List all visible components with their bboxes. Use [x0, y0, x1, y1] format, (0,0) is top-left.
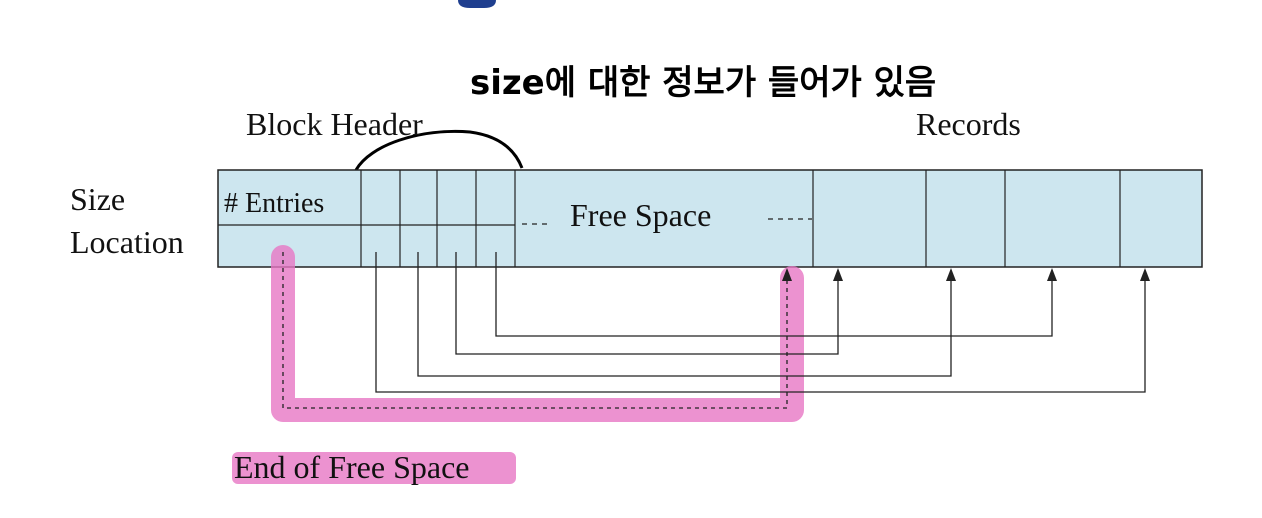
end-of-free-space-arrowhead [782, 268, 792, 281]
location-label: Location [70, 224, 184, 260]
handwritten-annotation: size에 대한 정보가 들어가 있음 [470, 63, 936, 103]
records-label: Records [916, 106, 1021, 142]
slot-pointer-1-arrowhead [1140, 268, 1150, 281]
block-outline [217, 169, 1203, 268]
slot-pointer-3 [455, 252, 839, 355]
slot-pointer-4-arrowhead [1047, 268, 1057, 281]
slot-pointer-2 [417, 252, 952, 377]
size-label: Size [70, 181, 125, 217]
end-of-free-space-label: End of Free Space [234, 449, 469, 485]
top-badge-shape [458, 0, 496, 8]
slot-pointer-3-arrowhead [833, 268, 843, 281]
header-brace-arc [354, 129, 524, 171]
slot-pointer-2-arrowhead [946, 268, 956, 281]
end-of-free-space-pointer [282, 252, 788, 409]
slot-pointer-4 [495, 252, 1053, 337]
entries-label: # Entries [224, 188, 324, 219]
block-header-label: Block Header [246, 106, 423, 142]
end-of-free-space-highlight [271, 245, 804, 422]
free-space-label: Free Space [570, 197, 711, 233]
slot-pointer-1 [375, 252, 1146, 393]
end-of-free-space-label-highlight [232, 452, 516, 484]
